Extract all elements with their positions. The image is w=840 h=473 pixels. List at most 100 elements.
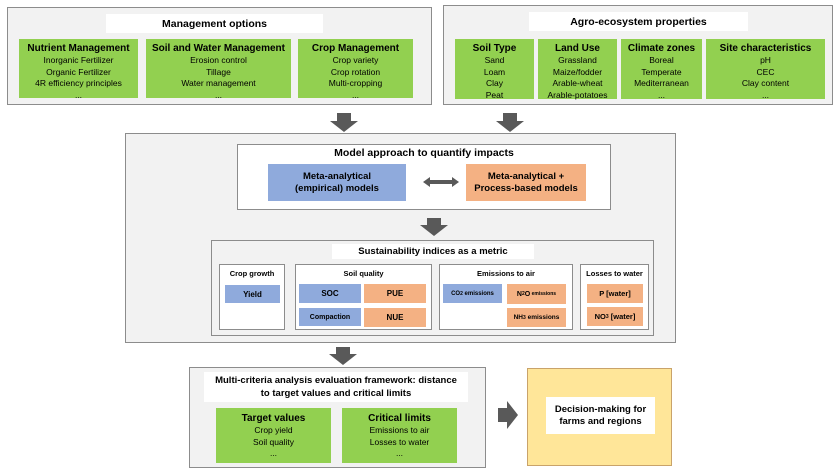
emissions-title: Emissions to air [460,267,552,279]
empirical-line: Meta-analytical [302,170,372,182]
decision-line: Decision-making for [554,403,647,415]
down-arrow-icon [420,218,448,236]
soc-indicator: SOC [299,284,361,303]
n2o-suffix: emissions [530,291,557,297]
no3-subscript: 3 [605,313,609,320]
land-use-box: Land Use Grassland Maize/fodder Arable-w… [538,39,617,100]
n2o-subscript: 2 [521,291,525,297]
model-approach-box: Model approach to quantify impacts Meta-… [237,144,611,210]
mca-title-line: Multi-criteria analysis evaluation frame… [215,375,457,386]
site-characteristics-title: Site characteristics [719,43,812,54]
process-line: Meta-analytical + [487,170,565,182]
soil-quality-title: Soil quality [326,267,401,279]
critical-limits-box: Critical limits Emissions to air Losses … [342,408,457,463]
empirical-line: (empirical) models [295,182,379,194]
climate-zones-box: Climate zones Boreal Temperate Mediterra… [621,39,702,100]
climate-item: ... [657,89,666,100]
crop-growth-title: Crop growth [221,267,283,279]
land-use-title: Land Use [554,43,600,54]
crop-management-title: Crop Management [311,43,400,54]
co2-label: CO [451,290,461,297]
soil-type-item: Sand [484,55,505,65]
crop-growth-box: Crop growth Yield [219,264,285,330]
land-use-item: Arable-wheat [552,78,603,88]
nutrient-management-box: Nutrient Management Inorganic Fertilizer… [19,39,138,100]
double-arrow-icon [423,177,459,187]
co2-subscript: 2 [460,290,463,297]
crop-item: Crop variety [332,55,379,65]
target-item: Crop yield [254,425,293,435]
management-options-title: Management options [106,14,323,33]
agro-ecosystem-title: Agro-ecosystem properties [529,12,748,31]
climate-item: Boreal [649,55,674,65]
soil-water-item: Water management [181,78,256,88]
process-line: Process-based models [474,182,578,194]
site-item: CEC [756,66,775,77]
soil-water-management-title: Soil and Water Management [152,43,285,54]
soil-type-item: Clay [485,78,503,88]
pue-indicator: PUE [364,284,426,303]
compaction-indicator: Compaction [299,308,361,326]
soil-quality-box: Soil quality SOC PUE Compaction NUE [295,264,432,330]
crop-item: Crop rotation [330,66,381,77]
n2o-label: N [516,290,522,298]
site-characteristics-box: Site characteristics pH CEC Clay content… [706,39,825,100]
down-arrow-icon [329,347,357,365]
soil-water-item: Tillage [206,66,231,77]
site-item: ... [761,89,770,100]
land-use-item: Grassland [558,55,597,65]
site-item: pH [760,55,771,65]
co2-suffix: emissions [462,290,494,297]
decision-making-label: Decision-making for farms and regions [546,397,655,434]
mca-framework-panel: Multi-criteria analysis evaluation frame… [189,367,486,468]
mca-title-line: to target values and critical limits [260,388,412,399]
soil-type-item: Peat [485,89,504,100]
target-item: ... [269,448,278,458]
crop-management-box: Crop Management Crop variety Crop rotati… [298,39,413,100]
crop-item: ... [351,89,360,100]
agro-ecosystem-panel: Agro-ecosystem properties Soil Type Sand… [443,5,833,105]
climate-item: Mediterranean [634,78,689,88]
critical-item: Emissions to air [369,425,430,435]
land-use-item: Maize/fodder [552,66,603,77]
process-based-models-box: Meta-analytical + Process-based models [466,164,586,201]
n2o-mid: O [524,290,531,298]
critical-item: ... [395,448,404,458]
nh3-subscript: 3 [523,314,526,321]
critical-item: Losses to water [369,436,430,447]
soil-type-item: Loam [483,66,506,77]
down-arrow-icon [330,113,358,132]
decision-making-box: Decision-making for farms and regions [527,368,672,466]
nh3-suffix: emissions [525,314,560,321]
yield-indicator: Yield [225,285,280,303]
nutrient-item: ... [74,89,83,100]
soil-water-item: ... [214,89,223,100]
soil-type-title: Soil Type [472,43,517,54]
climate-zones-title: Climate zones [627,43,696,54]
sustainability-indices-box: Sustainability indices as a metric Crop … [211,240,654,336]
nh3-label: NH [513,314,523,321]
management-options-panel: Management options Nutrient Management I… [7,7,432,105]
decision-line: farms and regions [559,415,642,427]
no3-label: NO [594,312,606,321]
target-values-box: Target values Crop yield Soil quality ..… [216,408,331,463]
down-arrow-icon [496,113,524,132]
climate-item: Temperate [641,66,682,77]
critical-limits-title: Critical limits [368,413,431,424]
target-item: Soil quality [252,436,295,447]
target-values-title: Target values [241,413,306,424]
model-approach-title: Model approach to quantify impacts [238,146,610,160]
nutrient-management-title: Nutrient Management [27,43,130,54]
soil-type-box: Soil Type Sand Loam Clay Peat [455,39,534,100]
nutrient-item: Organic Fertilizer [46,66,111,77]
soil-water-management-box: Soil and Water Management Erosion contro… [146,39,291,100]
empirical-models-box: Meta-analytical (empirical) models [268,164,406,201]
sustainability-title: Sustainability indices as a metric [332,244,534,259]
mca-title-box: Multi-criteria analysis evaluation frame… [204,372,468,402]
